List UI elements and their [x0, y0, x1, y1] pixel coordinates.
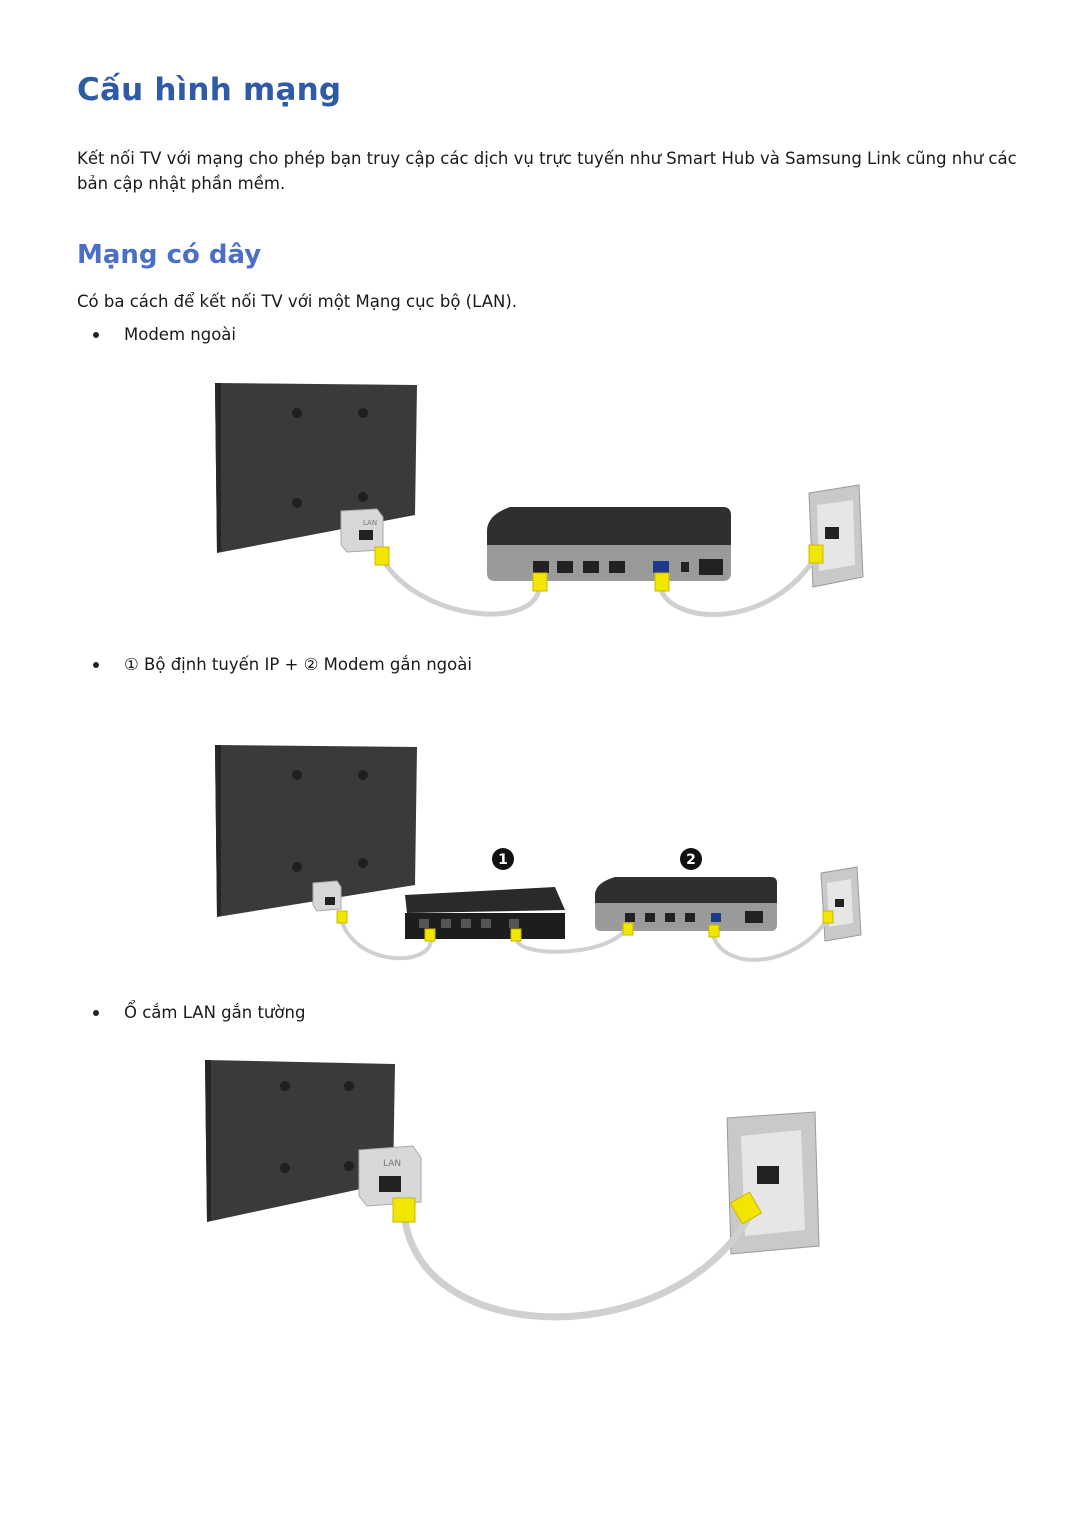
cable-plugs	[336, 910, 834, 942]
callout-1-label: 1	[498, 852, 508, 868]
tv-lan-port	[312, 880, 342, 912]
lan-cables	[339, 917, 829, 962]
page-title: Cấu hình mạng	[77, 72, 342, 108]
wall-socket-illustration	[820, 866, 862, 942]
list-item-wall-lan-socket: Ổ cắm LAN gắn tường	[93, 1003, 305, 1022]
list-item-external-modem: Modem ngoài	[93, 325, 236, 344]
list-item-label: Ổ cắm LAN gắn tường	[124, 1003, 306, 1022]
lan-cables	[401, 1211, 754, 1321]
section-lead: Có ba cách để kết nối TV với một Mạng cụ…	[77, 292, 518, 311]
figure-tv-to-wall-socket: LAN	[205, 1060, 820, 1321]
callout-2: 2	[680, 848, 702, 870]
tv-lan-port: LAN	[358, 1145, 422, 1207]
bullet-icon	[93, 1009, 99, 1016]
list-item-label: Modem ngoài	[124, 325, 236, 344]
intro-paragraph: Kết nối TV với mạng cho phép bạn truy cậ…	[77, 149, 1017, 193]
bullet-icon	[93, 331, 99, 338]
wall-socket-illustration	[808, 484, 864, 588]
tv-back-illustration	[205, 1060, 395, 1222]
tv-back-illustration	[215, 383, 417, 553]
bullet-icon	[93, 661, 99, 668]
callout-2-label: 2	[686, 852, 696, 868]
section-heading: Mạng có dây	[77, 240, 262, 270]
cable-plugs	[392, 1191, 763, 1225]
callout-1: 1	[492, 848, 514, 870]
tv-lan-port: LAN	[340, 508, 384, 553]
external-modem-illustration	[595, 877, 777, 931]
tv-back-illustration	[215, 745, 417, 917]
lan-port-label: LAN	[363, 519, 377, 527]
lan-cables	[380, 552, 820, 617]
external-modem-illustration	[487, 507, 731, 581]
list-item-label: ① Bộ định tuyến IP + ② Modem gắn ngoài	[124, 655, 472, 674]
figure-tv-to-external-modem: LAN	[215, 383, 864, 617]
cable-plugs	[374, 544, 824, 592]
lan-port-label: LAN	[383, 1159, 401, 1169]
list-item-router-plus-modem: ① Bộ định tuyến IP + ② Modem gắn ngoài	[93, 655, 472, 674]
figure-tv-router-modem: 1 2	[215, 745, 862, 962]
